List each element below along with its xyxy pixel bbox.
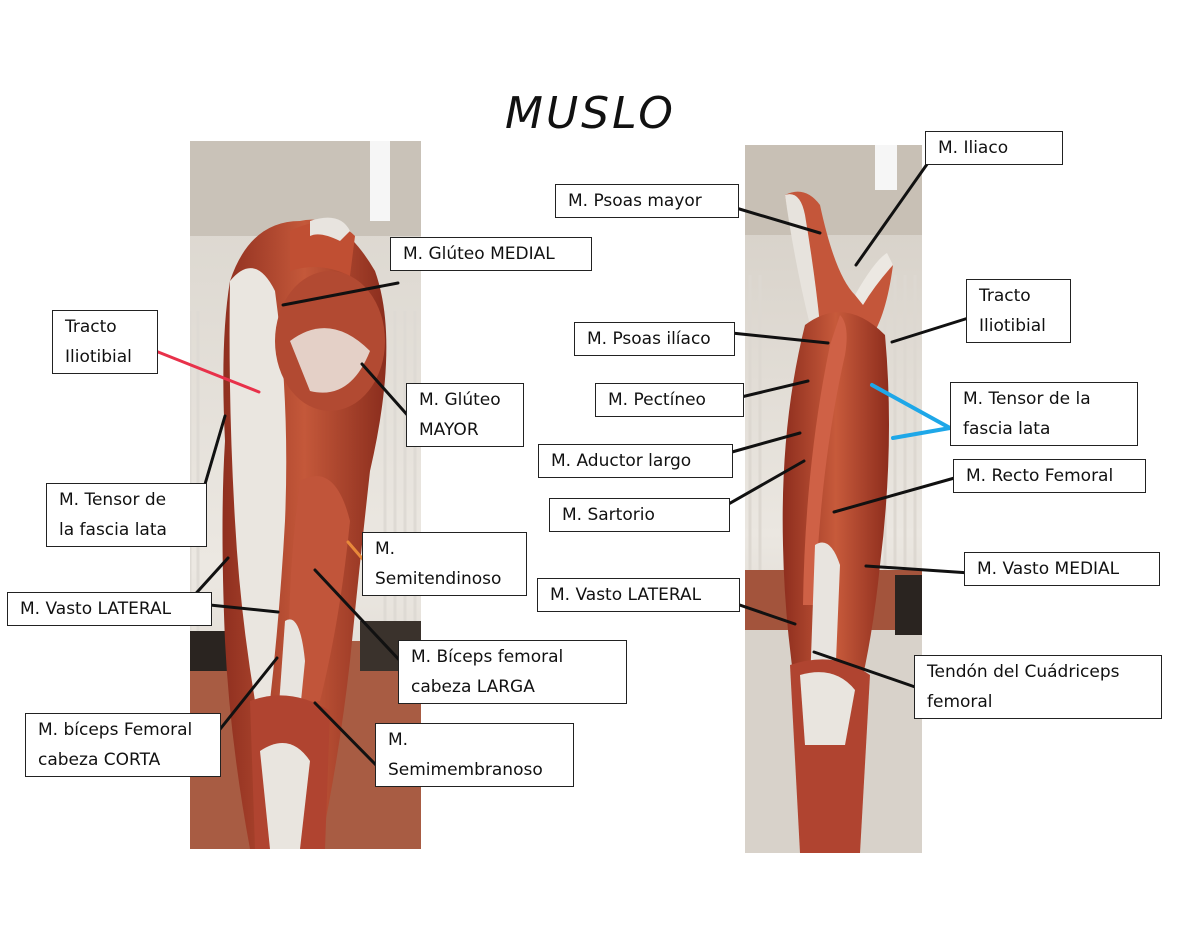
label-biceps-femoral-corta: M. bíceps Femoral cabeza CORTA <box>25 713 221 777</box>
label-line: M. Psoas mayor <box>568 191 702 211</box>
page-title: MUSLO <box>505 88 676 139</box>
label-line: Tracto <box>979 286 1031 306</box>
label-sartorio: M. Sartorio <box>549 498 730 532</box>
label-line: M. Psoas ilíaco <box>587 329 711 349</box>
label-line: Semitendinoso <box>375 569 502 589</box>
label-line: Iliotibial <box>65 347 132 367</box>
label-line: M. Glúteo MEDIAL <box>403 244 555 264</box>
label-psoas-iliaco: M. Psoas ilíaco <box>574 322 735 356</box>
label-gluteo-medial: M. Glúteo MEDIAL <box>390 237 592 271</box>
label-line: M. <box>375 539 396 559</box>
label-tensor-fascia-lata-right: M. Tensor de la fascia lata <box>950 382 1138 446</box>
label-semitendinoso: M. Semitendinoso <box>362 532 527 596</box>
label-line: MAYOR <box>419 420 479 440</box>
label-line: M. Glúteo <box>419 390 501 410</box>
label-recto-femoral: M. Recto Femoral <box>953 459 1146 493</box>
label-pectineo: M. Pectíneo <box>595 383 744 417</box>
label-tendon-cuadriceps: Tendón del Cuádriceps femoral <box>914 655 1162 719</box>
label-vasto-medial: M. Vasto MEDIAL <box>964 552 1160 586</box>
label-line: M. Recto Femoral <box>966 466 1114 486</box>
label-tracto-iliotibial-left: Tracto Iliotibial <box>52 310 158 374</box>
label-biceps-femoral-larga: M. Bíceps femoral cabeza LARGA <box>398 640 627 704</box>
label-line: M. Bíceps femoral <box>411 647 564 667</box>
label-tracto-iliotibial-right: Tracto Iliotibial <box>966 279 1071 343</box>
label-line: M. Sartorio <box>562 505 655 525</box>
label-vasto-lateral-left: M. Vasto LATERAL <box>7 592 212 626</box>
label-line: M. <box>388 730 409 750</box>
label-line: femoral <box>927 692 993 712</box>
label-line: M. Vasto MEDIAL <box>977 559 1120 579</box>
label-line: M. Tensor de <box>59 490 167 510</box>
label-line: fascia lata <box>963 419 1051 439</box>
label-line: M. Tensor de la <box>963 389 1091 409</box>
label-line: M. Pectíneo <box>608 390 706 410</box>
label-gluteo-mayor: M. Glúteo MAYOR <box>406 383 524 447</box>
label-line: Tendón del Cuádriceps <box>927 662 1120 682</box>
label-line: M. Iliaco <box>938 138 1009 158</box>
label-aductor-largo: M. Aductor largo <box>538 444 733 478</box>
label-line: M. Vasto LATERAL <box>550 585 702 605</box>
label-line: cabeza LARGA <box>411 677 535 697</box>
label-line: Semimembranoso <box>388 760 543 780</box>
label-line: M. Aductor largo <box>551 451 692 471</box>
label-tensor-fascia-lata-left: M. Tensor de la fascia lata <box>46 483 207 547</box>
label-line: cabeza CORTA <box>38 750 161 770</box>
label-iliaco: M. Iliaco <box>925 131 1063 165</box>
label-line: M. bíceps Femoral <box>38 720 193 740</box>
label-line: Iliotibial <box>979 316 1046 336</box>
label-line: M. Vasto LATERAL <box>20 599 172 619</box>
label-line: la fascia lata <box>59 520 167 540</box>
label-vasto-lateral-right: M. Vasto LATERAL <box>537 578 740 612</box>
photo-anterior-thigh <box>745 145 922 853</box>
label-semimembranoso: M. Semimembranoso <box>375 723 574 787</box>
label-psoas-mayor: M. Psoas mayor <box>555 184 739 218</box>
label-line: Tracto <box>65 317 117 337</box>
